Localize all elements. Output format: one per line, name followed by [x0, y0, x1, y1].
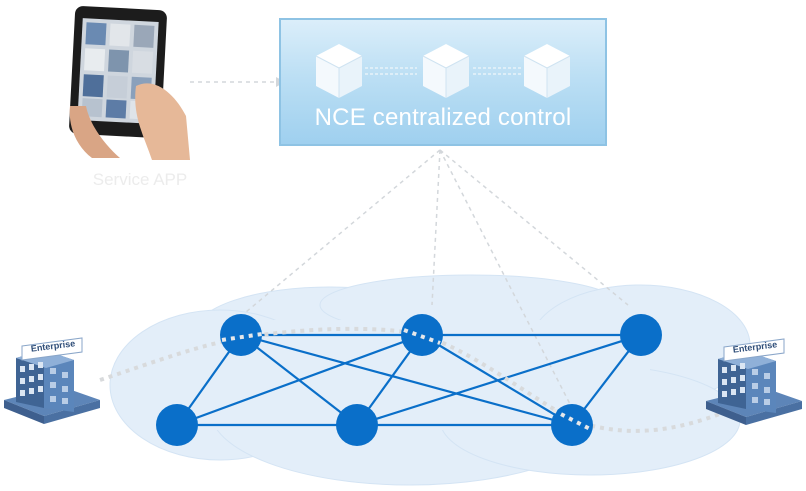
- network-node: [336, 404, 378, 446]
- network-nodes: [156, 314, 662, 446]
- network-node: [620, 314, 662, 356]
- cloud-shape: [109, 274, 751, 486]
- nce-controller-box: NCE centralized control: [279, 18, 607, 146]
- service-path-overlay: [221, 328, 593, 432]
- network-node: [220, 314, 262, 356]
- controller-title: NCE centralized control: [314, 104, 572, 131]
- network-node: [156, 404, 198, 446]
- control-lines: [190, 81, 629, 409]
- cube-icon: [522, 42, 572, 100]
- service-app-label: Service APP: [92, 170, 188, 189]
- enterprise-building-icon: Enterprise: [704, 337, 806, 427]
- service-path: [99, 326, 731, 433]
- cube-icon: [314, 42, 364, 100]
- tablet-icon: [66, 6, 194, 162]
- cube-connectors: [365, 67, 521, 75]
- enterprise-building-icon: Enterprise: [0, 336, 104, 426]
- cube-icon: [421, 42, 471, 100]
